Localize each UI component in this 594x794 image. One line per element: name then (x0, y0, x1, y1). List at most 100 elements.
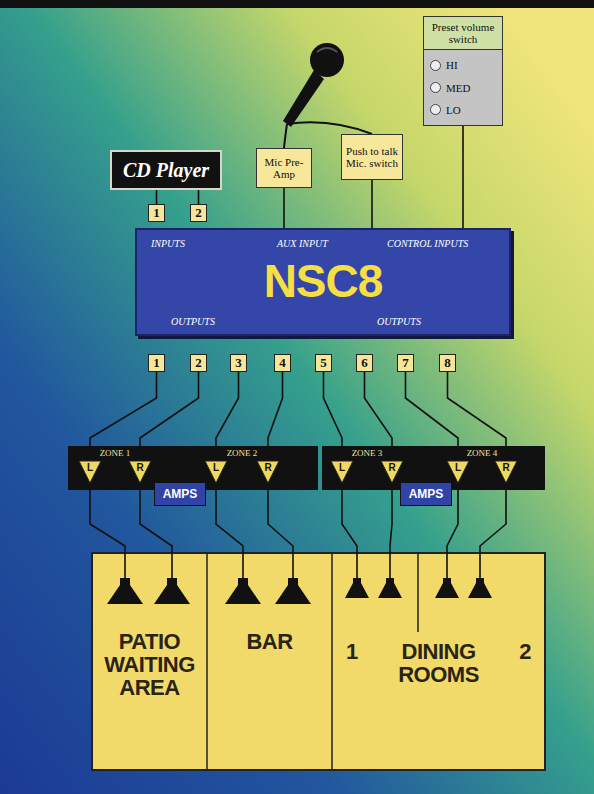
room-panel (92, 553, 545, 770)
box-label: PATIO WAITING AREA (92, 630, 207, 699)
box-label: BAR (246, 630, 292, 653)
signal-wire (90, 484, 125, 578)
port-label: INPUTS (151, 238, 185, 249)
box-label: CD Player (123, 159, 209, 182)
floor-plan (92, 553, 545, 770)
signal-wire (342, 484, 357, 578)
channel-label: L (455, 462, 461, 473)
room-divider (417, 553, 419, 632)
channel-triangle: L (78, 460, 102, 484)
port-number: 6 (361, 355, 368, 371)
channel-triangle: R (256, 460, 280, 484)
controller-box: NSC8 INPUTS AUX INPUT CONTROL INPUTS OUTPUTS… (135, 228, 511, 336)
room-divider (206, 553, 208, 770)
speaker-symbol (345, 578, 369, 598)
channel-label: R (264, 462, 271, 473)
port-number: 1 (153, 355, 160, 371)
zone-label: ZONE 4 (467, 448, 498, 458)
room-name: 2 (519, 640, 531, 663)
device-box: CD Player (110, 150, 222, 190)
radio-circle (430, 82, 441, 93)
channel-label: R (136, 462, 143, 473)
channel-triangle: R (380, 460, 404, 484)
channel-label: L (339, 462, 345, 473)
radio-circle (430, 60, 441, 71)
speaker-symbol (435, 578, 459, 598)
port-number: 2 (195, 205, 202, 221)
switch-position: HI (430, 59, 496, 71)
channel-triangle: R (494, 460, 518, 484)
room-area: BAR (207, 578, 332, 768)
switch-box: Preset volume switchHI MED LO (423, 16, 503, 126)
port-label: OUTPUTS (171, 316, 215, 327)
input-number: 2 (190, 204, 207, 222)
mic-grille (317, 48, 337, 52)
box-label: Push to talk Mic. switch (344, 145, 400, 169)
signal-wire (371, 180, 373, 228)
port-number: 7 (402, 355, 409, 371)
switch-position: LO (430, 104, 496, 116)
radio-circle (430, 104, 441, 115)
port-number: 1 (153, 205, 160, 221)
switch-level: HI (446, 59, 458, 71)
device-box: Mic Pre-Amp (256, 148, 312, 188)
amp-box: AMPS (400, 482, 452, 506)
output-number: 3 (230, 354, 247, 372)
room-name: 1 (346, 640, 358, 663)
signal-wire (216, 484, 243, 578)
switch-title-area: Preset volume switch (424, 17, 502, 49)
port-label: CONTROL INPUTS (387, 238, 468, 249)
box-label: AMPS (409, 487, 444, 501)
channel-label: R (502, 462, 509, 473)
channel-label: R (388, 462, 395, 473)
box-label: AMPS (163, 487, 198, 501)
port-label: AUX INPUT (277, 238, 328, 249)
mic-cable (284, 124, 287, 148)
output-number: 8 (439, 354, 456, 372)
switch-level: MED (446, 82, 470, 94)
port-number: 2 (195, 355, 202, 371)
channel-triangle: R (128, 460, 152, 484)
port-number: 3 (235, 355, 242, 371)
room-divider (331, 553, 333, 770)
port-number: 8 (444, 355, 451, 371)
output-number: 5 (315, 354, 332, 372)
switch-level: LO (446, 104, 461, 116)
zone-label: ZONE 1 (100, 448, 131, 458)
speaker-symbol (107, 578, 143, 604)
input-number: 1 (148, 204, 165, 222)
output-number: 6 (356, 354, 373, 372)
signal-wire (268, 484, 293, 578)
mic-handle (283, 70, 324, 127)
output-number: 2 (190, 354, 207, 372)
speakers (107, 578, 492, 604)
channel-triangle: L (330, 460, 354, 484)
channel-label: L (213, 462, 219, 473)
signal-wire (283, 188, 285, 228)
channel-triangle: L (446, 460, 470, 484)
room-name: DINING ROOMS (383, 640, 495, 686)
port-number: 5 (320, 355, 327, 371)
speaker-symbol (378, 578, 402, 598)
speaker-symbol (154, 578, 190, 604)
signal-wire (480, 484, 506, 578)
speaker-symbol (275, 578, 311, 604)
output-number: 1 (148, 354, 165, 372)
channel-triangle: L (204, 460, 228, 484)
microphone (283, 43, 372, 148)
switch-title: Preset volume switch (427, 21, 499, 45)
room-area: 1 DINING ROOMS 2 (332, 578, 545, 768)
output-number: 4 (274, 354, 291, 372)
signal-wire (198, 190, 200, 204)
mic-cable (287, 122, 372, 134)
signal-wire (390, 484, 392, 578)
signal-wire (156, 190, 158, 204)
amp-box: AMPS (154, 482, 206, 506)
zone-label: ZONE 2 (227, 448, 258, 458)
port-number: 4 (279, 355, 286, 371)
mic-head (310, 43, 344, 77)
device-name: NSC8 (137, 254, 509, 308)
top-band (0, 0, 594, 8)
